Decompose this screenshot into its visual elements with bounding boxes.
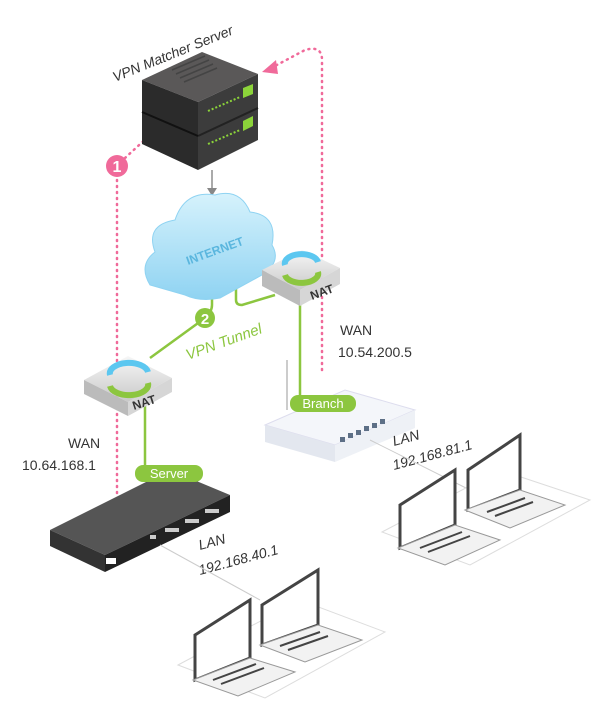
step-2-badge <box>195 308 215 328</box>
server-laptops-icon <box>176 567 387 699</box>
branch-wan-label: WAN <box>340 322 372 338</box>
branch-laptops-icon <box>380 432 592 566</box>
server-switch-icon <box>50 470 230 572</box>
step-1-number: 1 <box>113 159 122 176</box>
server-wan-ip: 10.64.168.1 <box>22 457 96 473</box>
server-tag <box>135 465 203 482</box>
vpn-tunnel-label: VPN Tunnel <box>184 320 265 363</box>
branch-lan-label: LAN <box>391 426 422 449</box>
branch-tag <box>290 395 356 412</box>
arrow-right-icon <box>262 60 278 74</box>
matcher-path-left <box>115 133 152 497</box>
step-2-number: 2 <box>201 311 209 328</box>
vpn-matcher-server-icon <box>141 52 259 170</box>
server-lan-label: LAN <box>197 530 228 553</box>
branch-tag-label: Branch <box>302 396 343 411</box>
step-1-badge <box>106 155 128 177</box>
branch-router-icon <box>263 360 417 462</box>
branch-wan-ip: 10.54.200.5 <box>338 344 412 360</box>
server-tag-label: Server <box>150 466 189 481</box>
server-wan-label: WAN <box>68 435 100 451</box>
nat-left-icon <box>84 356 172 416</box>
matcher-path-right <box>273 47 324 372</box>
nat-right-icon <box>262 250 340 306</box>
